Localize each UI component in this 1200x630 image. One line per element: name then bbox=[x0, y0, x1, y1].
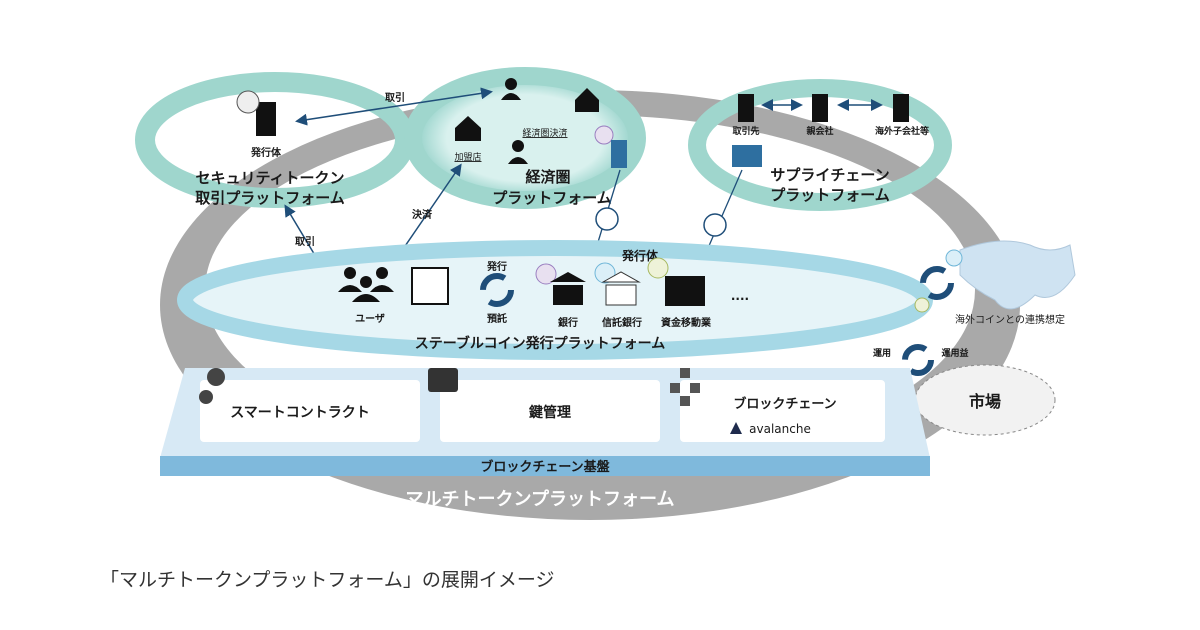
trust-bank-icon bbox=[601, 271, 641, 306]
bank-icon bbox=[550, 272, 586, 305]
coin-icon bbox=[594, 125, 614, 145]
svg-text:サプライチェーン: サプライチェーン bbox=[770, 166, 889, 184]
key-management-card bbox=[440, 380, 660, 442]
svg-text:経済圏: 経済圏 bbox=[525, 168, 570, 186]
svg-text:運用: 運用 bbox=[873, 348, 891, 359]
platform-title: 取引プラットフォーム bbox=[195, 189, 345, 207]
svg-text:海外子会社等: 海外子会社等 bbox=[875, 125, 929, 137]
svg-text:市場: 市場 bbox=[969, 392, 1001, 411]
overall-title: マルチトークンプラットフォーム bbox=[406, 488, 675, 510]
buildings-icon bbox=[665, 276, 705, 306]
building-icon bbox=[893, 94, 909, 122]
market: 市場 bbox=[914, 364, 1056, 436]
users-icon bbox=[338, 267, 394, 302]
handshake-icon bbox=[703, 213, 727, 237]
avalanche-logo-icon bbox=[730, 422, 742, 434]
gears-icon bbox=[199, 368, 225, 404]
svg-text:決済: 決済 bbox=[412, 208, 433, 221]
svg-text:銀行: 銀行 bbox=[558, 316, 578, 329]
cycle-icon bbox=[480, 273, 514, 307]
world-map-icon bbox=[959, 240, 1076, 310]
svg-text:鍵管理: 鍵管理 bbox=[529, 404, 571, 421]
svg-text:....: .... bbox=[731, 289, 749, 303]
building-icon bbox=[611, 140, 627, 168]
exchange-icon bbox=[920, 266, 954, 300]
svg-text:発行体: 発行体 bbox=[621, 248, 659, 263]
shop-icon bbox=[575, 88, 599, 112]
platform-title: セキュリティトークン bbox=[195, 169, 344, 187]
svg-text:ステーブルコイン発行プラットフォーム: ステーブルコイン発行プラットフォーム bbox=[415, 335, 665, 352]
svg-text:ユーザ: ユーザ bbox=[355, 313, 385, 325]
wallet-icon bbox=[428, 368, 458, 392]
person-icon bbox=[512, 140, 524, 152]
blockchain-card bbox=[680, 380, 885, 442]
coin-icon bbox=[945, 249, 963, 267]
figure-caption: 「マルチトークンプラットフォーム」の展開イメージ bbox=[100, 569, 555, 591]
svg-text:預託: 預託 bbox=[487, 312, 507, 325]
svg-text:スマートコントラクト: スマートコントラクト bbox=[230, 405, 370, 421]
supply-chain-platform: 取引先 親会社 海外子会社等 サプライチェーン プラットフォーム bbox=[688, 79, 952, 211]
cycle-icon bbox=[902, 344, 934, 376]
buildings-icon bbox=[411, 267, 449, 305]
stablecoin-platform: 発行体 ユーザ 発行 預託 銀行 信託銀行 資金移動業 .... ステーブルコイ… bbox=[177, 240, 933, 360]
handshake-icon bbox=[595, 207, 619, 231]
issuer-label: 発行体 bbox=[250, 146, 282, 159]
coin-icon bbox=[647, 257, 669, 279]
building-icon bbox=[812, 94, 828, 122]
building-icon bbox=[738, 94, 754, 122]
svg-text:加盟店: 加盟店 bbox=[454, 151, 481, 163]
svg-text:ブロックチェーン基盤: ブロックチェーン基盤 bbox=[480, 459, 610, 475]
svg-text:運用益: 運用益 bbox=[941, 347, 968, 359]
blockchain-foundation: ブロックチェーン基盤 スマートコントラクト 鍵管理 ブロックチェーン avala… bbox=[160, 368, 930, 476]
token-icon bbox=[236, 90, 260, 114]
svg-text:avalanche: avalanche bbox=[749, 422, 811, 436]
svg-text:プラットフォーム: プラットフォーム bbox=[492, 189, 612, 207]
svg-text:プラットフォーム: プラットフォーム bbox=[770, 186, 890, 204]
blocks-icon bbox=[670, 368, 700, 406]
building-icon bbox=[256, 102, 276, 136]
svg-text:親会社: 親会社 bbox=[806, 125, 833, 137]
coin-icon bbox=[914, 297, 930, 313]
svg-text:取引: 取引 bbox=[295, 235, 315, 248]
person-icon bbox=[505, 78, 517, 90]
svg-text:海外コインとの連携想定: 海外コインとの連携想定 bbox=[955, 313, 1065, 326]
svg-text:経済圏決済: 経済圏決済 bbox=[522, 127, 567, 139]
economic-zone-platform: 加盟店 経済圏決済 経済圏 プラットフォーム bbox=[404, 67, 646, 209]
svg-text:発行: 発行 bbox=[486, 260, 507, 273]
svg-text:取引先: 取引先 bbox=[732, 125, 759, 137]
svg-text:ブロックチェーン: ブロックチェーン bbox=[733, 396, 836, 412]
coin-icon bbox=[535, 263, 557, 285]
svg-text:取引: 取引 bbox=[385, 91, 405, 104]
svg-text:資金移動業: 資金移動業 bbox=[661, 316, 712, 329]
buildings-icon bbox=[732, 145, 762, 167]
smart-contract-card bbox=[200, 380, 420, 442]
svg-text:信託銀行: 信託銀行 bbox=[602, 316, 642, 329]
